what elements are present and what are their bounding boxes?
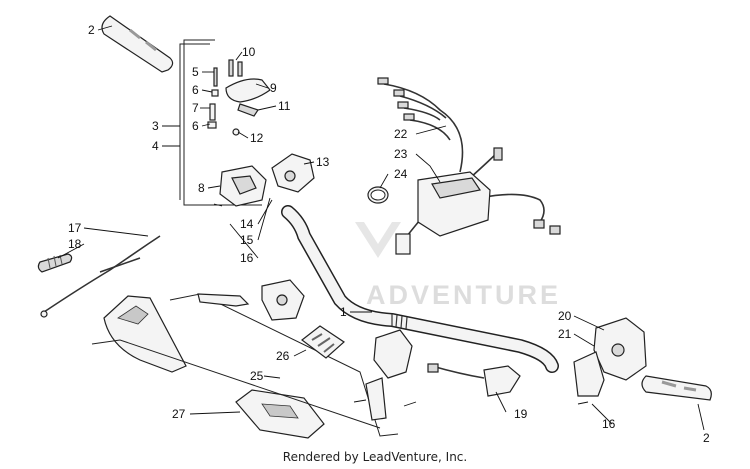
switch-housing-8 — [213, 165, 267, 207]
callout-27: 27 — [172, 407, 186, 421]
callout-11: 11 — [278, 99, 291, 113]
callout-26: 26 — [276, 349, 290, 363]
switch-housing-right — [573, 317, 647, 405]
credit-text: Rendered by LeadVenture, Inc. — [282, 450, 468, 464]
callout-22: 22 — [394, 127, 408, 141]
callout-8: 8 — [198, 181, 205, 195]
callout-19: 19 — [514, 407, 528, 421]
callout-24: 24 — [394, 167, 408, 181]
callout-18: 18 — [68, 237, 82, 251]
bracket-25-27 — [91, 293, 399, 437]
callout-23: 23 — [394, 147, 408, 161]
callout-5: 5 — [192, 65, 199, 79]
callout-25: 25 — [250, 369, 264, 383]
handlebar — [281, 205, 559, 373]
callout-13: 13 — [316, 155, 330, 169]
callout-4: 4 — [152, 139, 159, 153]
callout-16-right: 16 — [602, 417, 616, 431]
wiring-harness-22 — [377, 77, 561, 255]
callout-10: 10 — [242, 45, 256, 59]
callout-3: 3 — [152, 119, 159, 133]
callout-9: 9 — [270, 81, 277, 95]
watermark-logo-icon — [355, 222, 401, 258]
callout-6-lower: 6 — [192, 119, 199, 133]
mount-lower — [353, 329, 417, 421]
control-module-23 — [417, 171, 491, 237]
switch-13 — [271, 153, 315, 193]
watermark: ADVENTURE — [355, 222, 561, 310]
callout-16-left: 16 — [240, 251, 254, 265]
callout-17: 17 — [68, 221, 82, 235]
callout-6-upper: 6 — [192, 83, 199, 97]
grip-right — [641, 375, 712, 401]
callout-1: 1 — [340, 305, 347, 319]
callout-14: 14 — [240, 217, 254, 231]
callout-2-right: 2 — [703, 431, 710, 445]
hand-guard-left — [103, 295, 187, 373]
hand-guard-lower — [235, 389, 325, 439]
callout-15: 15 — [240, 233, 254, 247]
callout-20: 20 — [558, 309, 572, 323]
bracket-3-4 — [179, 39, 262, 206]
throttle-assembly — [207, 59, 271, 136]
callout-2-left: 2 — [88, 23, 95, 37]
connector-19 — [427, 363, 521, 397]
callout-21: 21 — [558, 327, 572, 341]
callout-12: 12 — [250, 131, 264, 145]
pad-26 — [301, 325, 345, 359]
watermark-text: ADVENTURE — [366, 280, 561, 310]
grip-left — [101, 15, 174, 73]
mount-upper — [197, 279, 305, 321]
leader-lines — [57, 25, 705, 431]
callout-7: 7 — [192, 101, 199, 115]
callouts: 2 2 3 4 5 6 6 7 8 9 10 11 12 13 14 15 16… — [68, 23, 710, 445]
throttle-cable — [37, 235, 161, 318]
